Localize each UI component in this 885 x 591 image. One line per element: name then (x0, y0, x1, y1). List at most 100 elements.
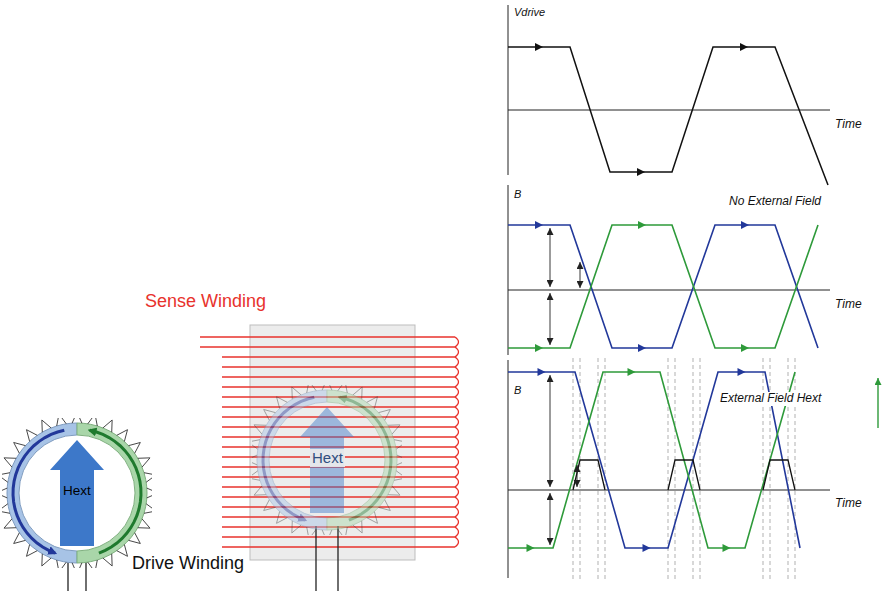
drive-winding-turn (276, 397, 287, 409)
drive-winding-turn (14, 442, 26, 453)
graphic-part (2, 418, 152, 568)
drive-winding-turn (2, 504, 10, 514)
direction-arrow (643, 544, 651, 552)
drive-winding-turn (42, 554, 51, 566)
sense-winding-turn (455, 387, 459, 397)
drive-winding-turn (88, 560, 98, 568)
drive-winding-turn (264, 500, 276, 511)
drive-winding-turn (353, 521, 362, 533)
flux-arrow (263, 397, 314, 520)
sense-winding-turn (200, 336, 455, 337)
direction-arrow (535, 43, 543, 51)
flux-arrow (13, 430, 64, 553)
timing-guide (675, 358, 676, 580)
sense-winding-turn (222, 376, 455, 377)
drive-lead (337, 526, 338, 591)
axis-label: B (512, 384, 523, 397)
drive-winding-turn (117, 430, 128, 442)
time-axis (508, 290, 830, 291)
amplitude-arrow (550, 375, 551, 487)
field-label: Hext (2, 482, 152, 500)
drive-winding-turn (252, 471, 260, 481)
drive-winding-turn (129, 442, 141, 453)
flux-arrow (90, 430, 141, 553)
direction-arrow (538, 368, 546, 376)
drive-winding-turn (394, 440, 402, 450)
axis-label: Vdrive (512, 6, 547, 19)
drive-winding-turn (57, 560, 67, 568)
winding-label: Sense Winding (145, 291, 266, 312)
axis-label: Time (833, 497, 864, 511)
drive-winding-turn (72, 418, 82, 423)
y-axis (508, 360, 509, 578)
direction-arrow (723, 544, 731, 552)
amplitude-arrow (550, 493, 551, 545)
drive-winding-turn (129, 533, 141, 544)
direction-arrow (638, 221, 646, 229)
sense-winding-turn (455, 337, 459, 347)
sense-winding-box: Sense WindingHext (250, 325, 415, 560)
direction-arrow (741, 221, 749, 229)
sense-winding-turn (222, 356, 455, 357)
drive-winding-turn (88, 418, 98, 426)
field-label: Hext (310, 449, 345, 467)
winding-label: Drive Winding (132, 553, 244, 574)
drive-winding-turn (322, 530, 332, 535)
direction-arrow (535, 221, 543, 229)
drive-winding-turn (138, 458, 150, 467)
drive-winding-turn (388, 486, 400, 495)
direction-arrow (628, 368, 636, 376)
graphic-part (252, 385, 402, 535)
drive-winding-turn (144, 504, 152, 514)
sense-winding-turn (455, 397, 459, 407)
drive-winding-turn (307, 527, 317, 535)
drive-winding-turn (4, 519, 16, 528)
sense-output-pulse (763, 460, 795, 490)
direction-arrow (535, 344, 543, 352)
amplitude-arrow (577, 465, 578, 487)
drive-winding-turn (4, 458, 16, 467)
drive-voltage-trace (508, 47, 828, 185)
drive-winding-turn (103, 420, 112, 432)
sense-winding-turn (222, 406, 455, 407)
drive-winding-turn (144, 473, 152, 483)
drive-winding-turn (264, 409, 276, 420)
drive-winding-turn (138, 519, 150, 528)
sense-winding-turn (455, 407, 459, 417)
drive-winding-turn (2, 473, 10, 483)
time-axis (508, 490, 830, 491)
drive-winding-turn (252, 455, 257, 465)
toroid-core: Hext (252, 385, 402, 535)
plot-title: External Field Hext (718, 392, 823, 406)
direction-arrow (741, 344, 749, 352)
sense-winding-turn (455, 477, 459, 487)
sense-winding-turn (455, 367, 459, 377)
direction-arrow (637, 168, 645, 176)
sense-winding-turn (455, 487, 459, 497)
y-axis (508, 5, 509, 175)
amplitude-arrow (550, 228, 551, 287)
drive-winding-turn (117, 545, 128, 557)
drive-winding-turn (379, 500, 391, 511)
drive-winding-turn (388, 425, 400, 434)
plot-title: No External Field (727, 195, 823, 209)
drive-winding-turn (42, 420, 51, 432)
sense-winding-turn (455, 467, 459, 477)
drive-winding-turn (353, 387, 362, 399)
drive-winding-turn (57, 418, 67, 426)
drive-winding-turn (307, 385, 317, 393)
timing-guide (573, 358, 574, 580)
drive-winding-turn (367, 512, 378, 524)
sense-winding-turn (455, 447, 459, 457)
flux-arrow (340, 397, 391, 520)
sense-winding-turn (222, 416, 455, 417)
drive-winding-turn (2, 488, 7, 498)
sense-winding-turn (455, 457, 459, 467)
drive-winding-turn (379, 409, 391, 420)
external-field-arrow (300, 407, 354, 513)
time-axis (508, 110, 830, 111)
core-flux-trace (508, 225, 818, 348)
sense-winding-turn (455, 437, 459, 447)
amplitude-arrow (550, 293, 551, 345)
